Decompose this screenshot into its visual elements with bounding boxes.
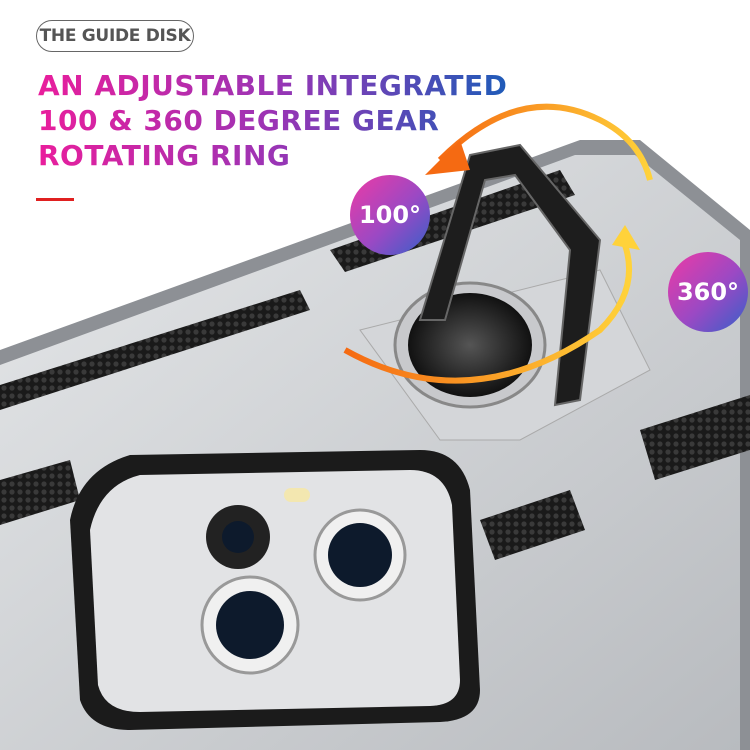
headline-line-1: AN ADJUSTABLE INTEGRATED bbox=[38, 69, 508, 102]
headline-line-3: ROTATING RING bbox=[38, 139, 291, 172]
guide-disk-badge: THE GUIDE DISK bbox=[36, 20, 194, 52]
headline: AN ADJUSTABLE INTEGRATED 100 & 360 DEGRE… bbox=[38, 68, 507, 173]
camera-module bbox=[70, 450, 480, 730]
headline-line-2: 100 & 360 DEGREE GEAR bbox=[38, 104, 440, 137]
rotation-arrows bbox=[343, 103, 653, 384]
angle-badge-360: 360° bbox=[668, 252, 748, 332]
angle-badge-100: 100° bbox=[350, 175, 430, 255]
accent-divider bbox=[36, 198, 74, 201]
